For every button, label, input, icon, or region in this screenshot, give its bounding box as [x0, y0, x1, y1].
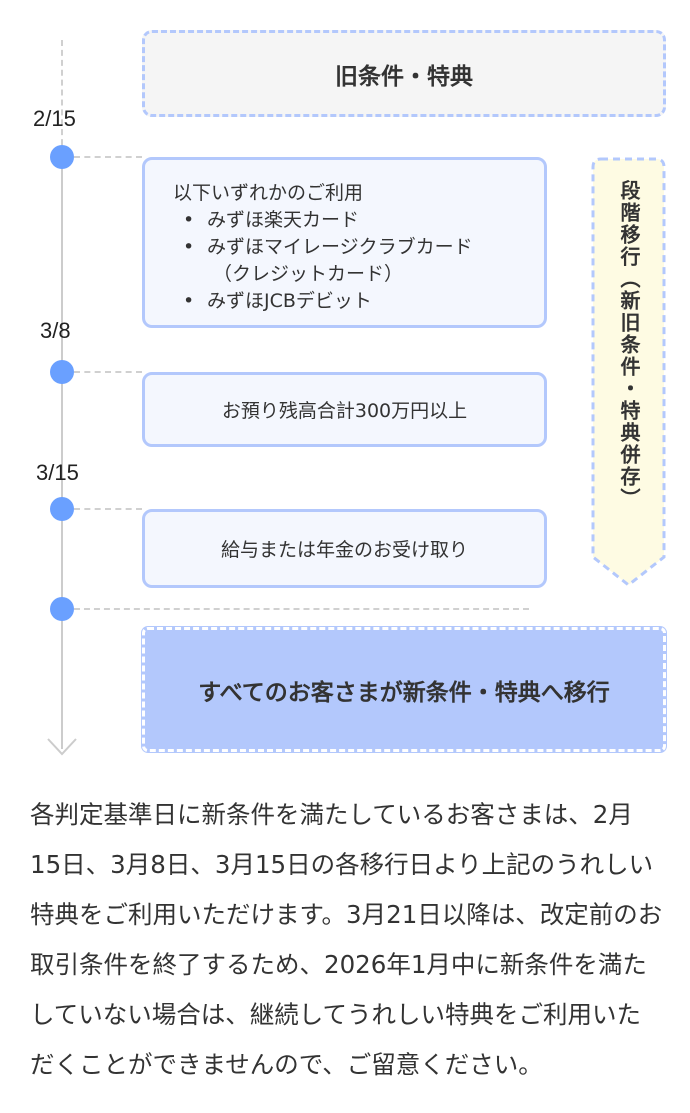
card-list: • みずほ楽天カード • みずほマイレージクラブカード （クレジットカード） •…	[173, 207, 544, 315]
timeline-dot-feb15	[50, 145, 74, 169]
card-item-label: みずほマイレージクラブカード	[207, 236, 473, 258]
timeline-dot-mar8	[50, 360, 74, 384]
bullet-icon: •	[183, 290, 195, 312]
card-item-label: みずほ楽天カード	[207, 209, 360, 231]
card-condition-heading: 以下いずれかのご利用	[173, 182, 364, 204]
bullet-icon: •	[183, 236, 195, 258]
connector-final	[74, 608, 529, 610]
date-label-mar8: 3/8	[40, 318, 71, 343]
card-list-item: • みずほ楽天カード	[183, 207, 544, 234]
balance-condition-box: お預り残高合計300万円以上	[142, 372, 547, 447]
salary-condition-label: 給与または年金のお受け取り	[220, 539, 468, 561]
final-migration-box: すべてのお客さまが新条件・特典へ移行	[142, 627, 666, 752]
card-list-item: • みずほJCBデビット	[183, 288, 544, 315]
salary-condition-box: 給与または年金のお受け取り	[142, 509, 547, 588]
timeline-axis-dashed	[61, 40, 63, 155]
bullet-icon: •	[183, 209, 195, 231]
note-paragraph: 各判定基準日に新条件を満たしているお客さまは、2月15日、3月8日、3月15日の…	[30, 800, 663, 1079]
connector-feb15	[74, 156, 142, 158]
date-label-mar15: 3/15	[36, 460, 79, 485]
arrow-down-icon	[47, 738, 77, 756]
timeline-axis	[61, 157, 63, 749]
final-migration-label: すべてのお客さまが新条件・特典へ移行	[198, 679, 610, 706]
transition-banner-label: 段階移行（新旧条件・特典併存）	[617, 180, 641, 510]
balance-condition-label: お預り残高合計300万円以上	[221, 400, 468, 422]
timeline-dot-final	[50, 597, 74, 621]
date-label-feb15: 2/15	[33, 106, 76, 131]
card-item-sublabel: （クレジットカード）	[213, 263, 404, 285]
old-conditions-box: 旧条件・特典	[142, 30, 666, 117]
transition-banner-shape	[591, 157, 666, 587]
card-condition-box: 以下いずれかのご利用 • みずほ楽天カード • みずほマイレージクラブカード （…	[142, 157, 547, 328]
connector-mar8	[74, 371, 142, 373]
timeline-dot-mar15	[50, 497, 74, 521]
old-conditions-label: 旧条件・特典	[335, 63, 473, 90]
connector-mar15	[74, 508, 142, 510]
card-item-label: みずほJCBデビット	[207, 290, 372, 312]
card-list-item: • みずほマイレージクラブカード （クレジットカード）	[183, 234, 544, 288]
